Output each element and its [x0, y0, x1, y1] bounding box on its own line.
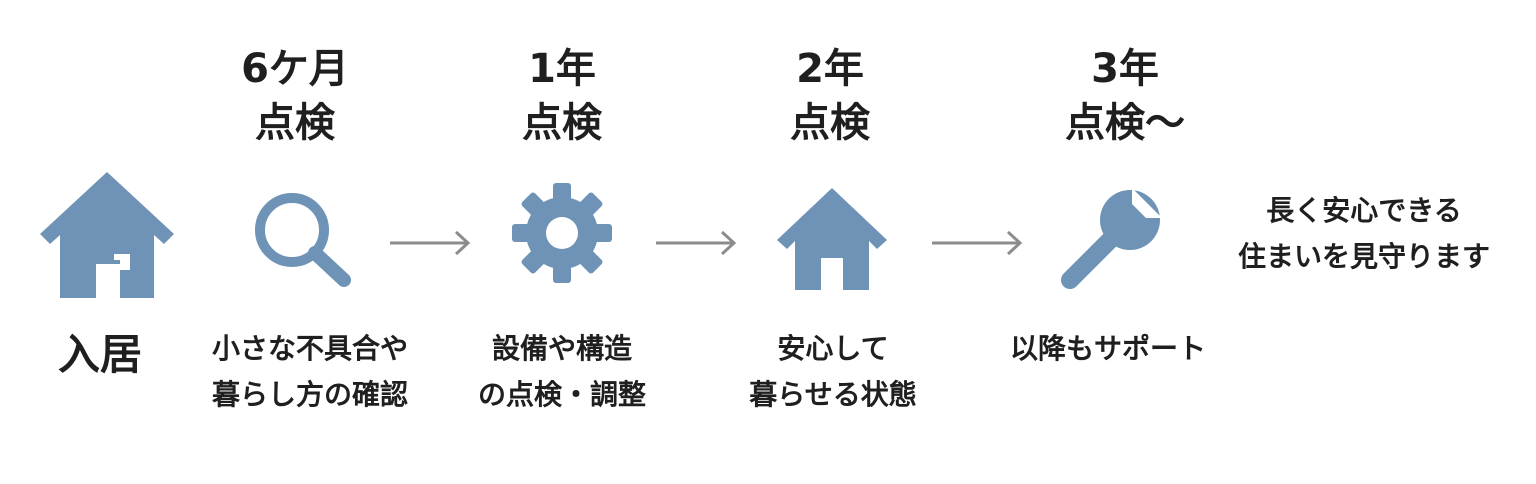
step-heading: 6ケ月 点検: [241, 46, 349, 146]
step-caption: 以降もサポート: [1009, 332, 1206, 365]
step-heading: 2年 点検: [790, 46, 870, 146]
step-heading: 3年 点検～: [1065, 46, 1185, 146]
house-icon: [40, 172, 174, 298]
closing-message: 長く安心できる 住まいを見守ります: [1237, 194, 1490, 273]
step-caption: 入居: [58, 330, 143, 379]
arrow-right-icon: [930, 228, 1024, 258]
step-caption: 小さな不具合や 暮らし方の確認: [211, 332, 408, 411]
gear-icon: [512, 182, 612, 284]
magnifier-icon: [252, 190, 352, 288]
step-heading: 1年 点検: [522, 46, 602, 146]
step-caption: 安心して 暮らせる状態: [749, 332, 917, 411]
arrow-right-icon: [388, 228, 472, 258]
house-icon: [777, 188, 887, 290]
arrow-right-icon: [654, 228, 738, 258]
wrench-icon: [1056, 182, 1168, 294]
step-caption: 設備や構造 の点検・調整: [477, 332, 646, 411]
